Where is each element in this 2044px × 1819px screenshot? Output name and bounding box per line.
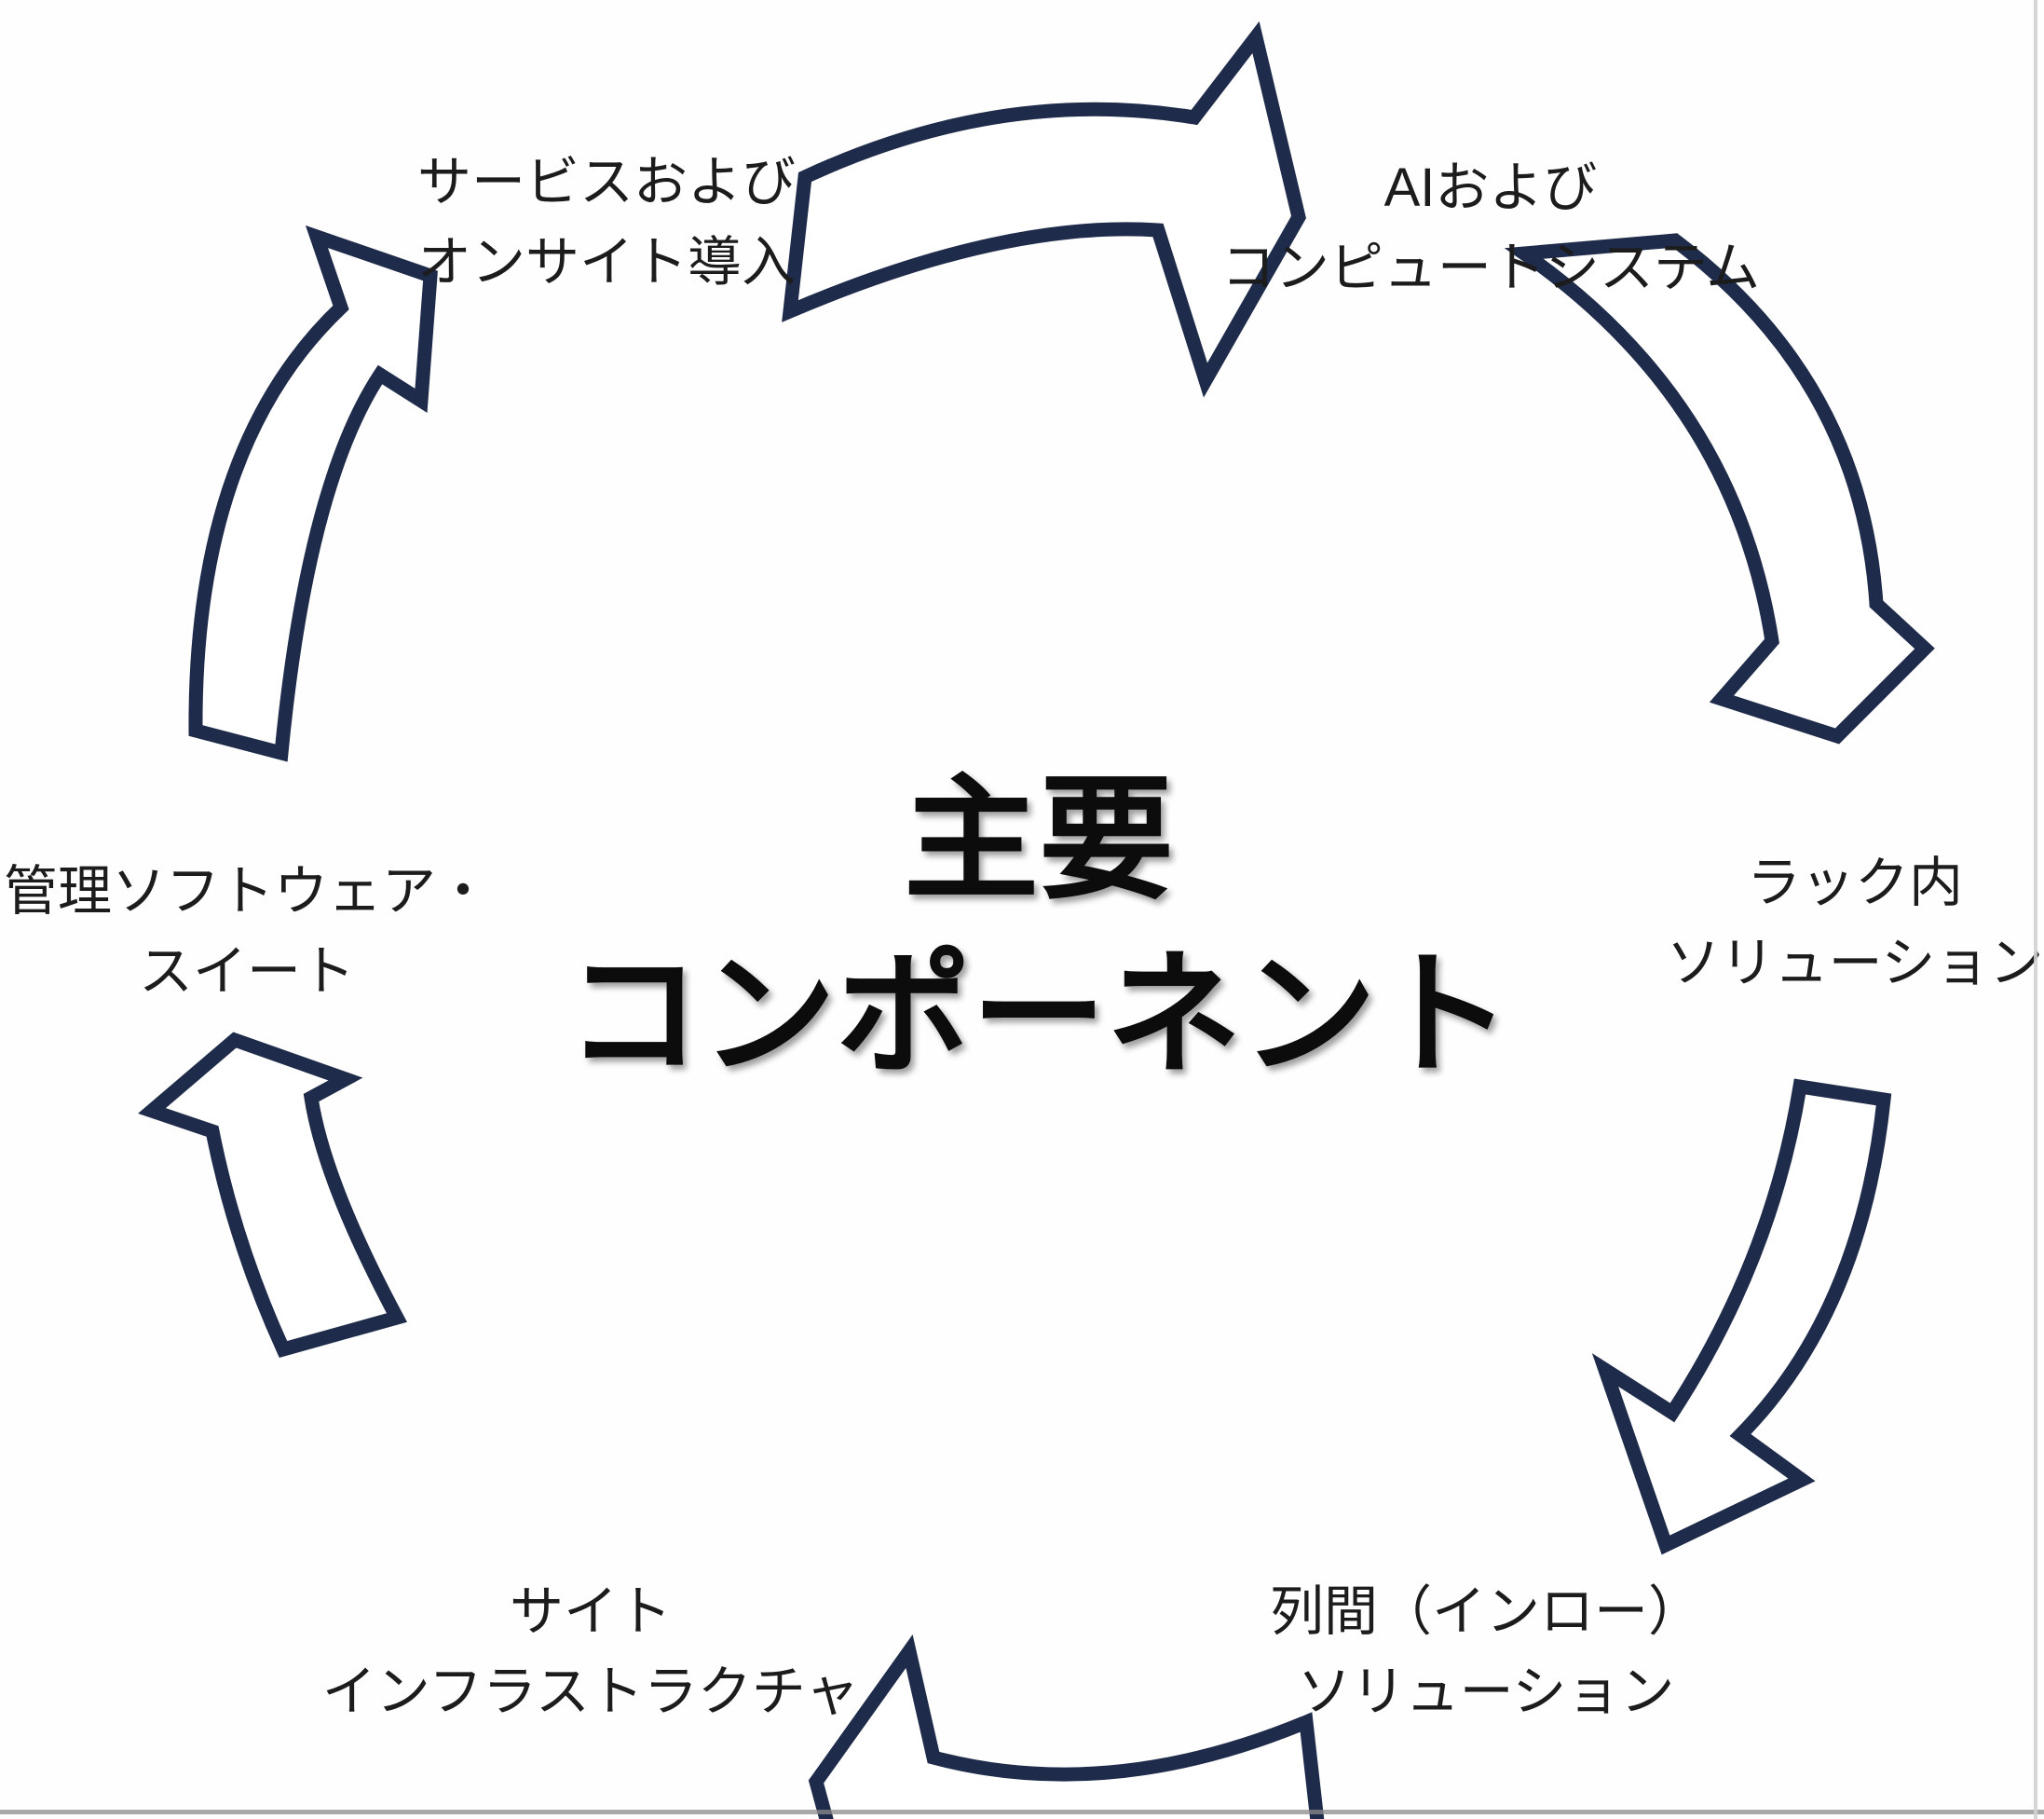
node-label-ai-compute: AIおよび コンピュートシステム bbox=[1221, 148, 1760, 308]
node-label-line: サービスおよび bbox=[416, 152, 797, 212]
node-label-line: インフラストラクチャ bbox=[321, 1662, 860, 1722]
node-label-site-infra: サイト インフラストラクチャ bbox=[322, 1572, 860, 1732]
node-label-in-rack: ラック内 ソリューション bbox=[1667, 843, 2044, 1004]
arrow-mgmt-to-services bbox=[188, 225, 438, 762]
arrow-services-to-ai bbox=[782, 21, 1306, 398]
center-title: 主要 コンポーネント bbox=[566, 752, 1512, 1102]
node-label-line: 列間（インロー） bbox=[1269, 1581, 1703, 1642]
node-label-line: ラック内 bbox=[1746, 853, 1963, 913]
node-label-line: AIおよび bbox=[1383, 157, 1598, 218]
arrow-row-to-site bbox=[808, 1634, 1325, 1819]
picture-bottom-edge-line bbox=[0, 1810, 2044, 1814]
node-label-line: オンサイト導入 bbox=[416, 232, 797, 293]
node-label-line: スイート bbox=[138, 941, 356, 1002]
arrow-rack-to-row bbox=[1591, 1078, 1892, 1555]
node-label-line: ソリューション bbox=[1666, 933, 2044, 993]
node-label-services-onsite: サービスおよび オンサイト導入 bbox=[417, 143, 796, 303]
node-label-mgmt-software: 管理ソフトウェア・ スイート bbox=[4, 852, 490, 1012]
center-title-line2: コンポーネント bbox=[566, 939, 1512, 1090]
node-label-line: サイト bbox=[509, 1581, 672, 1642]
arrow-ai-to-rack bbox=[1504, 233, 1935, 745]
center-title-line1: 主要 bbox=[904, 764, 1174, 915]
picture-right-edge-line bbox=[2034, 0, 2037, 1819]
node-label-line: コンピュートシステム bbox=[1220, 238, 1761, 298]
node-label-line: ソリューション bbox=[1297, 1662, 1675, 1722]
arrow-site-to-mgmt bbox=[138, 1032, 408, 1358]
node-label-in-row: 列間（インロー） ソリューション bbox=[1270, 1572, 1702, 1732]
node-label-line: 管理ソフトウェア・ bbox=[3, 861, 491, 922]
